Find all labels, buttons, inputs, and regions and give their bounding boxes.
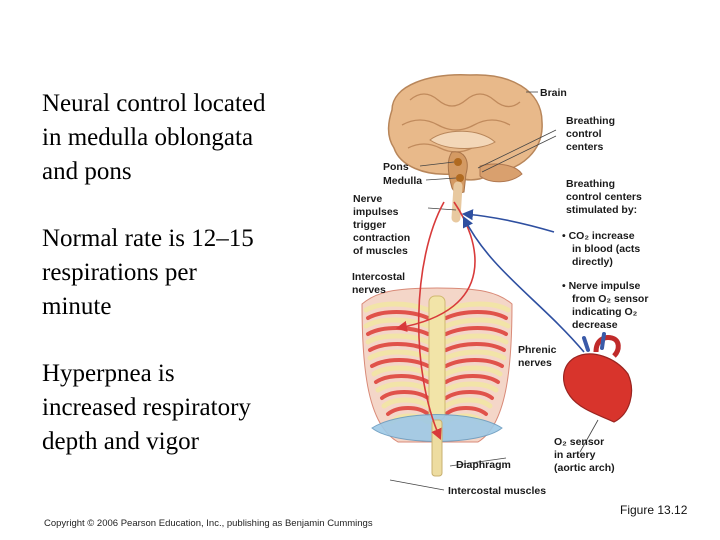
bullet-line: Neural control located <box>42 90 266 117</box>
bullet-line: depth and vigor <box>42 428 199 455</box>
pons-label: Pons <box>383 161 409 173</box>
nerve-impulses-label: Nerve impulses trigger contraction of mu… <box>353 193 413 257</box>
spinal-cord <box>451 181 463 223</box>
brain-label: Brain <box>540 87 567 99</box>
intercostal-nerves-label: Intercostal nerves <box>352 271 408 296</box>
nerve-impulse-o2-sensor-label: • Nerve impulse from O₂ sensor indicatin… <box>562 280 651 331</box>
bullet-neural-control: Neural control located in medulla oblong… <box>42 87 312 189</box>
bullet-line: increased respiratory <box>42 394 251 421</box>
label-pointers <box>389 91 599 491</box>
bullet-line: Normal rate is 12–15 <box>42 225 254 252</box>
bullet-line: minute <box>42 293 112 320</box>
phrenic-nerve-arrow <box>417 201 445 441</box>
brain-illustration <box>387 74 543 194</box>
figure-reference: Figure 13.12 <box>620 503 688 517</box>
bullet-line: respirations per <box>42 259 197 286</box>
bullet-line: and pons <box>42 158 132 185</box>
co2-signal-arrow <box>461 209 555 233</box>
o2-sensor-signal-arrow <box>462 215 585 353</box>
bullet-hyperpnea: Hyperpnea is increased respiratory depth… <box>42 357 312 459</box>
stimulated-by-label: Breathing control centers stimulated by: <box>566 178 645 216</box>
intercostal-muscles-label: Intercostal muscles <box>448 485 546 497</box>
o2-sensor-label: O₂ sensor in artery (aortic arch) <box>554 436 615 474</box>
bullet-normal-rate: Normal rate is 12–15 respirations per mi… <box>42 222 312 324</box>
pons-center-marker <box>454 158 462 166</box>
phrenic-nerves-label: Phrenic nerves <box>518 344 559 369</box>
respiratory-control-figure: Brain Breathing control centers Pons Med… <box>352 74 651 497</box>
diaphragm-label: Diaphragm <box>456 459 511 471</box>
co2-increase-label: • CO₂ increase in blood (acts directly) <box>562 230 643 268</box>
bullet-line: in medulla oblongata <box>42 124 254 151</box>
copyright-footer: Copyright © 2006 Pearson Education, Inc.… <box>44 518 373 529</box>
bullet-line: Hyperpnea is <box>42 360 175 387</box>
medulla-center-marker <box>456 174 464 182</box>
breathing-control-centers-label: Breathing control centers <box>566 115 618 153</box>
medulla-label: Medulla <box>383 175 422 187</box>
heart-illustration <box>563 332 633 423</box>
